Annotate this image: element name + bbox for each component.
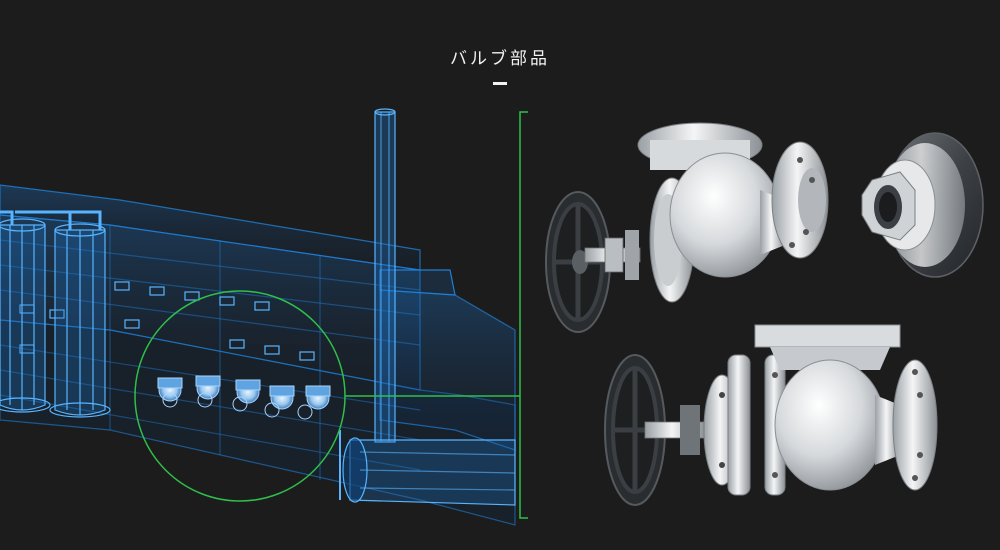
title-underline (493, 82, 507, 85)
section-title: バルブ部品 (450, 49, 550, 69)
handwheel-icon (545, 191, 611, 333)
chimney (374, 108, 396, 443)
globe-valve-assembly-top (545, 122, 829, 333)
valve-icon (232, 379, 261, 412)
valve-row (157, 375, 331, 420)
highlight-callout (134, 111, 528, 519)
globe-valve-exploded-bottom (604, 324, 938, 506)
valve-icon (157, 377, 183, 408)
storage-tanks (0, 210, 111, 418)
wireframe-plant (0, 108, 516, 526)
duct-right-top (379, 269, 456, 296)
handwheel-icon (604, 354, 666, 506)
valve-icon (297, 385, 331, 420)
valve-icon (195, 375, 221, 408)
bottom-cylinder (339, 430, 516, 506)
callout-bracket (519, 111, 528, 519)
duct-windows (19, 281, 315, 361)
valve-icon (264, 385, 295, 418)
flange-icon (861, 132, 984, 278)
